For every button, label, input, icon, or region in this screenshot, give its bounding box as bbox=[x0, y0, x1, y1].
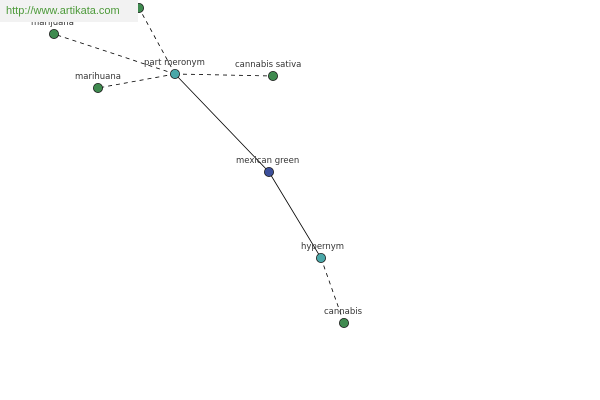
node-part-meronym[interactable] bbox=[169, 69, 180, 80]
node-mexican-green[interactable] bbox=[263, 166, 274, 177]
node-marihuana[interactable] bbox=[93, 83, 104, 94]
node-label-cannabis-sativa: cannabis sativa bbox=[235, 60, 301, 70]
node-label-mexican-green: mexican green bbox=[236, 156, 299, 166]
edge-part-meronym-to-marihuana bbox=[97, 73, 176, 89]
node-cannabis[interactable] bbox=[338, 317, 349, 328]
edge-part-meronym-to-cannabis-sativa bbox=[174, 73, 274, 77]
edge-mexican-green-to-part-meronym bbox=[174, 73, 270, 173]
node-label-marihuana: marihuana bbox=[75, 72, 121, 82]
edge-part-meronym-to-marijuana bbox=[53, 33, 176, 75]
node-label-hypernym: hypernym bbox=[301, 242, 344, 252]
node-cannabis-sativa[interactable] bbox=[267, 71, 278, 82]
node-marijuana[interactable] bbox=[49, 28, 60, 39]
node-label-part-meronym: part meronym bbox=[144, 58, 205, 68]
edge-hypernym-to-cannabis bbox=[320, 257, 345, 324]
node-label-cannabis: cannabis bbox=[324, 307, 363, 317]
edge-mexican-green-to-hypernym bbox=[268, 171, 322, 259]
node-hypernym[interactable] bbox=[315, 252, 326, 263]
site-watermark[interactable]: http://www.artikata.com bbox=[0, 0, 138, 22]
node-label-marijuana: marijuana bbox=[31, 18, 74, 28]
